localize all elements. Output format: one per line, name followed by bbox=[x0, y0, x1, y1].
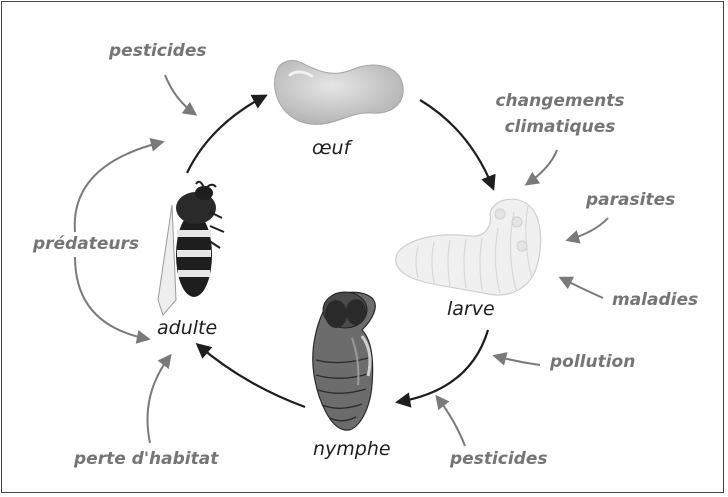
threat-label-predators: prédateurs bbox=[33, 231, 139, 257]
threat-arrow-predators-down bbox=[75, 257, 148, 339]
threat-arrow-pollution bbox=[495, 356, 540, 365]
threat-label-pollution: pollution bbox=[550, 349, 635, 375]
threat-arrow-pesticides-bottom bbox=[437, 397, 465, 446]
threat-label-habitat-loss: perte d'habitat bbox=[74, 446, 218, 472]
threat-arrow-parasites bbox=[568, 218, 608, 240]
threat-label-pesticides-bottom: pesticides bbox=[450, 446, 548, 472]
cycle-arrow-larva-to-pupa bbox=[398, 330, 488, 402]
threat-label-diseases: maladies bbox=[612, 287, 698, 313]
cycle-arrow-pupa-to-adult bbox=[198, 345, 305, 407]
cycle-arrow-egg-to-larva bbox=[420, 100, 493, 188]
threat-arrow-predators-up bbox=[75, 142, 162, 232]
threat-label-pesticides-top: pesticides bbox=[109, 38, 207, 64]
pupa-illustration bbox=[313, 292, 375, 430]
threat-label-climate-line1: changements bbox=[485, 88, 635, 114]
threat-label-climate: changements climatiques bbox=[485, 88, 635, 140]
threat-label-parasites: parasites bbox=[586, 187, 675, 213]
stage-label-pupa: nymphe bbox=[313, 438, 391, 460]
threat-arrow-habitat-loss bbox=[148, 356, 171, 443]
larva-illustration bbox=[396, 199, 541, 295]
egg-illustration bbox=[275, 61, 404, 125]
bee-illustration bbox=[158, 182, 224, 315]
stage-label-larva: larve bbox=[447, 298, 495, 320]
threat-arrow-diseases bbox=[561, 278, 603, 298]
threat-arrow-climate bbox=[527, 150, 557, 184]
threat-label-climate-line2: climatiques bbox=[485, 114, 635, 140]
cycle-arrow-adult-to-egg bbox=[187, 96, 265, 173]
threat-arrow-pesticides-top bbox=[165, 75, 195, 114]
stage-label-adult: adulte bbox=[157, 317, 217, 339]
stage-label-egg: œuf bbox=[312, 137, 350, 159]
